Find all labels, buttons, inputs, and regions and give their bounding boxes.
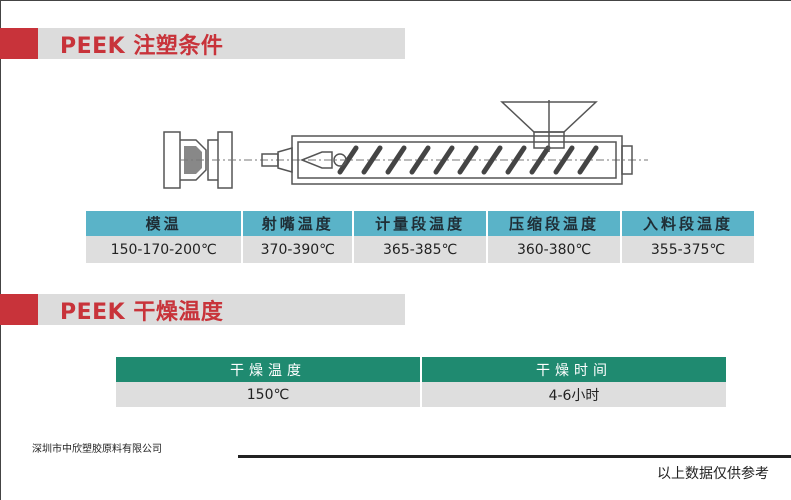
column-header: 压缩段温度 <box>488 211 621 236</box>
table-header-row: 干燥温度 干燥时间 <box>116 357 726 382</box>
header-bar: PEEK 干燥温度 <box>38 294 405 325</box>
column-header: 模温 <box>86 211 242 236</box>
table-cell: 365-385℃ <box>354 236 487 263</box>
column-header: 干燥温度 <box>116 357 420 382</box>
section-title: PEEK 干燥温度 <box>60 299 224 325</box>
header-bar: PEEK 注塑条件 <box>38 28 405 59</box>
table-header-row: 模温 射嘴温度 计量段温度 压缩段温度 入料段温度 <box>86 211 754 236</box>
injection-temperature-table: 模温 射嘴温度 计量段温度 压缩段温度 入料段温度 150-170-200℃ 3… <box>84 211 756 263</box>
section-title: PEEK 注塑条件 <box>60 33 224 59</box>
footer-note: 以上数据仅供参考 <box>657 466 769 482</box>
hopper-icon <box>500 100 598 152</box>
injection-machine-diagram <box>163 100 648 189</box>
screw-icon <box>337 145 599 175</box>
section-header-drying: PEEK 干燥温度 <box>0 294 405 325</box>
barrel-icon <box>291 135 633 185</box>
column-header: 入料段温度 <box>622 211 754 236</box>
table-cell: 370-390℃ <box>243 236 353 263</box>
table-cell: 355-375℃ <box>622 236 754 263</box>
drying-table: 干燥温度 干燥时间 150℃ 4-6小时 <box>114 357 728 407</box>
column-header: 干燥时间 <box>422 357 726 382</box>
table-cell: 150-170-200℃ <box>86 236 242 263</box>
table-cell: 4-6小时 <box>422 382 726 407</box>
table-row: 150-170-200℃ 370-390℃ 365-385℃ 360-380℃ … <box>86 236 754 263</box>
table-row: 150℃ 4-6小时 <box>116 382 726 407</box>
table-cell: 150℃ <box>116 382 420 407</box>
section-header-injection: PEEK 注塑条件 <box>0 28 405 59</box>
table-cell: 360-380℃ <box>488 236 621 263</box>
accent-block <box>0 28 38 59</box>
column-header: 计量段温度 <box>354 211 487 236</box>
footer-divider <box>238 455 791 458</box>
accent-block <box>0 294 38 325</box>
column-header: 射嘴温度 <box>243 211 353 236</box>
company-name: 深圳市中欣塑胶原料有限公司 <box>32 444 162 455</box>
